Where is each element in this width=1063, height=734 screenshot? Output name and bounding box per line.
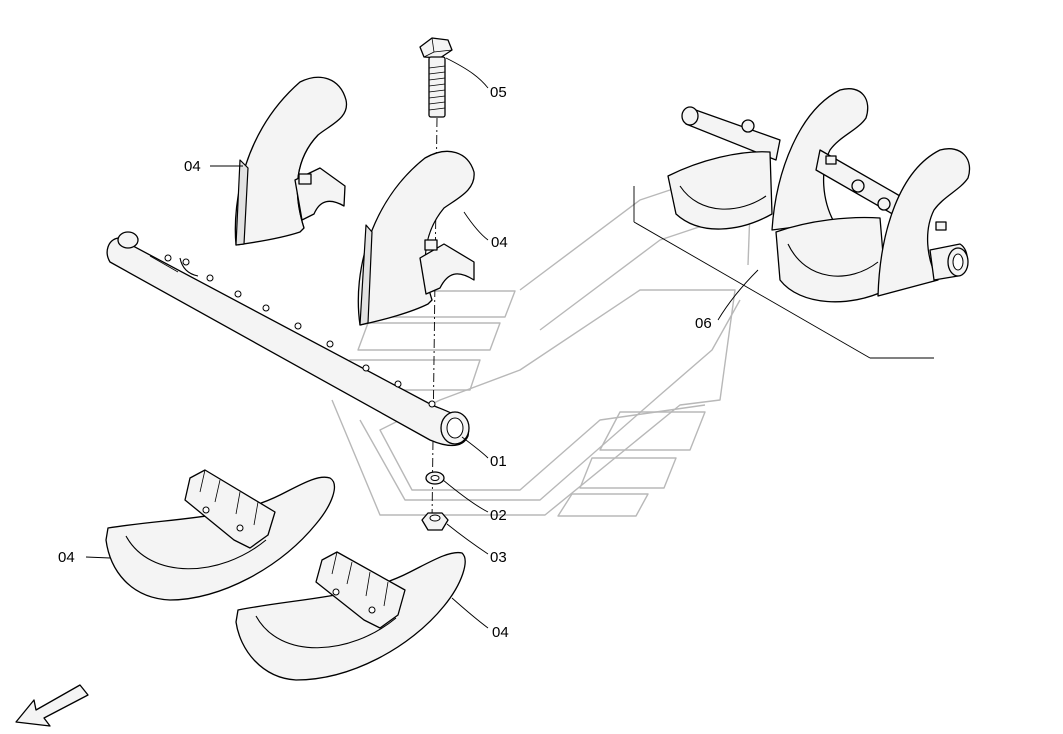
auger-assembly-inset [633,88,971,359]
assembly-axis [431,117,438,521]
orientation-arrow-icon [15,684,89,727]
flight-segment-upper-left [234,76,348,246]
callout-04-lower-center: 04 [492,624,509,641]
callout-04-center: 04 [491,234,508,251]
callout-04-upper-left: 04 [184,158,201,175]
callout-01: 01 [490,453,507,470]
callout-04-lower-left: 04 [58,549,75,566]
flight-segment-lower-center [235,551,466,681]
callout-06: 06 [695,315,712,332]
callout-03: 03 [490,549,507,566]
leader-lines [85,57,759,629]
callout-05: 05 [490,84,507,101]
callout-02: 02 [490,507,507,524]
washer [425,471,445,485]
flight-segment-lower-left [105,469,335,601]
nut [421,512,449,531]
flight-segment-center [357,150,475,326]
bolt [419,37,453,118]
shaft [106,231,470,447]
